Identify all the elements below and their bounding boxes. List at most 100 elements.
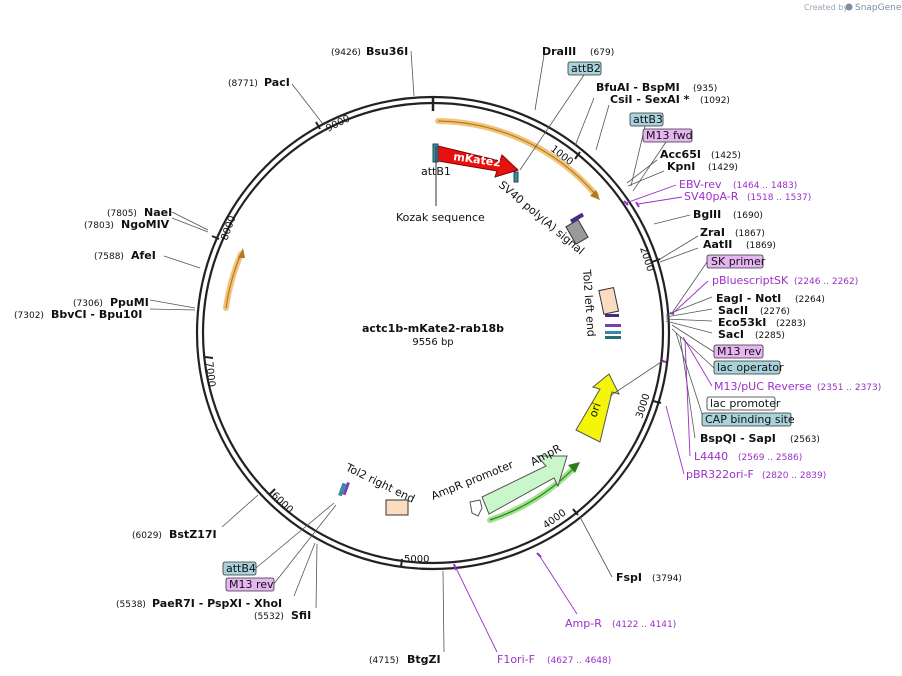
kozak-label: Kozak sequence <box>396 211 485 224</box>
attb4-box-label: attB4 <box>226 562 256 575</box>
site-name-aatii: AatII <box>703 238 732 251</box>
leader-l4440 <box>684 339 691 457</box>
watermark-brand: SnapGene <box>855 3 902 13</box>
tick-mark-3000 <box>652 400 662 404</box>
lac-operator-marker <box>605 331 621 334</box>
site-pos-acc65i: (1425) <box>711 151 741 161</box>
sv40-polya-block <box>565 219 589 245</box>
tick-mark-8000 <box>211 235 220 240</box>
primer-range-l4440: (2569 .. 2586) <box>738 453 802 463</box>
site-name-eagi: EagI - NotI <box>716 292 781 305</box>
site-pos-sfii: (5532) <box>254 612 284 622</box>
tol2-left-label: Tol2 left end <box>580 268 598 337</box>
site-name-saci: SacI <box>718 328 744 341</box>
feature-box-m13fwd[interactable]: M13 fwd <box>642 128 693 143</box>
feature-box-attb3[interactable]: attB3 <box>629 112 664 127</box>
site-name-ngomiv: NgoMIV <box>121 218 170 231</box>
tick-mark-1000 <box>574 151 581 160</box>
feature-box-m13rev2[interactable]: M13 rev <box>225 577 275 592</box>
site-pos-sacii: (2276) <box>760 307 790 317</box>
primer-name-pbr322ori-f: pBR322ori-F <box>686 468 754 481</box>
leader-lac-promoter <box>609 359 665 397</box>
site-pos-eco53ki: (2283) <box>776 319 806 329</box>
primer-name-sv40pa-r: SV40pA-R <box>684 190 739 203</box>
site-pos-afei: (7588) <box>94 252 124 262</box>
box-leaders <box>255 74 715 586</box>
attb4-box <box>222 561 257 576</box>
feature-box-sk-primer[interactable]: SK primer <box>706 254 766 269</box>
leader-pbr322ori-f <box>665 405 685 475</box>
tick-mark-6000 <box>269 488 276 495</box>
feature-box-lac-operator[interactable]: lac operator <box>713 360 784 375</box>
site-pos-zrai: (1867) <box>735 229 765 239</box>
lac-operator-box-label: lac operator <box>717 361 784 374</box>
leader-cap <box>675 332 705 421</box>
sk-primer-box-label: SK primer <box>711 255 766 268</box>
site-name-fspi: FspI <box>616 571 642 584</box>
primer-range-sv40pa-r: (1518 .. 1537) <box>747 193 811 203</box>
feature-box-lac-promoter[interactable]: lac promoter <box>706 396 781 411</box>
sv40-label: SV40 poly(A) signal <box>496 178 587 257</box>
site-pos-aatii: (1869) <box>746 241 776 251</box>
m13rev2-box <box>225 577 275 592</box>
leader-m13rev2 <box>272 504 337 586</box>
attb2-marker <box>513 171 519 183</box>
site-name-bbvci: BbvCI - Bpu10I <box>51 308 142 321</box>
site-name-bsu36i: Bsu36I <box>366 45 408 58</box>
leader-bsu36i <box>410 50 415 97</box>
site-pos-csii: (1092) <box>700 96 730 106</box>
sk-primer-box <box>706 254 764 269</box>
leader-sv40pa-r <box>637 196 683 205</box>
m13rev-box <box>713 344 764 359</box>
m13rev-box-label: M13 rev <box>717 345 762 358</box>
site-name-sfii: SfiI <box>291 609 311 622</box>
primer-leaders <box>454 184 713 653</box>
cap-box-label: CAP binding site <box>705 413 795 426</box>
leader-kpni <box>627 170 665 187</box>
primer-range-pbr322ori-f: (2820 .. 2839) <box>762 471 826 481</box>
tick-label-6000: 6000 <box>269 490 295 516</box>
feature-box-cap[interactable]: CAP binding site <box>701 412 795 427</box>
site-pos-btgzi: (4715) <box>369 656 399 666</box>
site-name-kpni: KpnI <box>667 160 695 173</box>
leader-sk-primer <box>671 261 708 314</box>
lac-operator-box <box>713 360 781 375</box>
primer-name-pbluescriptsk: pBluescriptSK <box>712 274 789 287</box>
site-pos-bbvci: (7302) <box>14 311 44 321</box>
site-name-btgzi: BtgZI <box>407 653 441 666</box>
site-name-ppumi: PpuMI <box>110 296 149 309</box>
site-name-paci: PacI <box>264 76 290 89</box>
cap-box <box>701 412 792 427</box>
feature-box-m13rev[interactable]: M13 rev <box>713 344 764 359</box>
feature-box-attb4[interactable]: attB4 <box>222 561 257 576</box>
leader-attb2 <box>519 74 585 171</box>
leader-drai <box>534 54 545 111</box>
primer-name-l4440: L4440 <box>694 450 728 463</box>
lac-promoter-box <box>706 396 776 411</box>
feature-box-attb2[interactable]: attB2 <box>567 61 602 76</box>
leader-m13rev <box>671 324 715 353</box>
m13fwd-box-label: M13 fwd <box>646 129 693 142</box>
primer-name-amp-r: Amp-R <box>565 617 602 630</box>
site-name-naei: NaeI <box>144 206 172 219</box>
ampr-arrow[interactable] <box>481 455 568 515</box>
leader-pbluescriptsk <box>671 280 709 315</box>
leader-bstz17i <box>221 494 259 528</box>
primer-name-f1ori-f: F1ori-F <box>497 653 535 666</box>
tick-label-7000: 7000 <box>203 361 217 387</box>
leader-attb4 <box>255 502 335 569</box>
leader-bfuai <box>574 97 595 147</box>
site-name-csii: CsiI - SexAI * <box>610 93 690 106</box>
attb2-box <box>567 61 602 76</box>
leader-saci <box>665 320 713 334</box>
site-pos-paci: (8771) <box>228 79 258 89</box>
leader-btgzi <box>442 570 445 653</box>
ori-arrow[interactable] <box>575 373 620 443</box>
orf-arc-top-head <box>590 190 600 200</box>
site-pos-paer7i: (5538) <box>116 600 146 610</box>
site-name-bspqi: BspQI - SapI <box>700 432 776 445</box>
mkate2-arrow[interactable] <box>437 145 519 178</box>
primer-name-ebv-rev: EBV-rev <box>679 178 722 191</box>
leader-zrai <box>659 235 699 260</box>
